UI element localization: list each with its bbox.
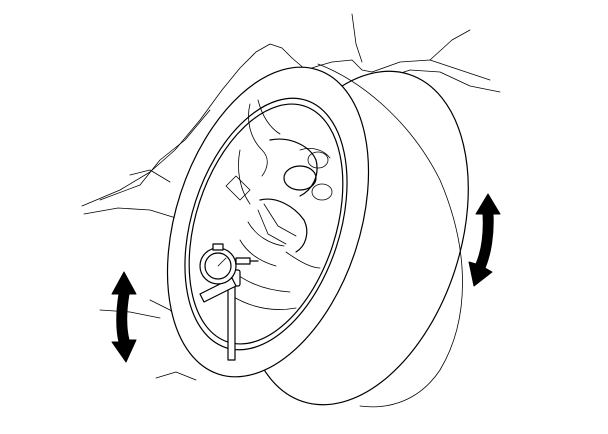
dial-indicator	[199, 243, 259, 361]
rotation-arrow-left-icon	[111, 271, 137, 363]
rotation-arrow-right-icon	[468, 193, 501, 287]
hub-assembly	[219, 99, 333, 310]
tire	[166, 63, 469, 408]
